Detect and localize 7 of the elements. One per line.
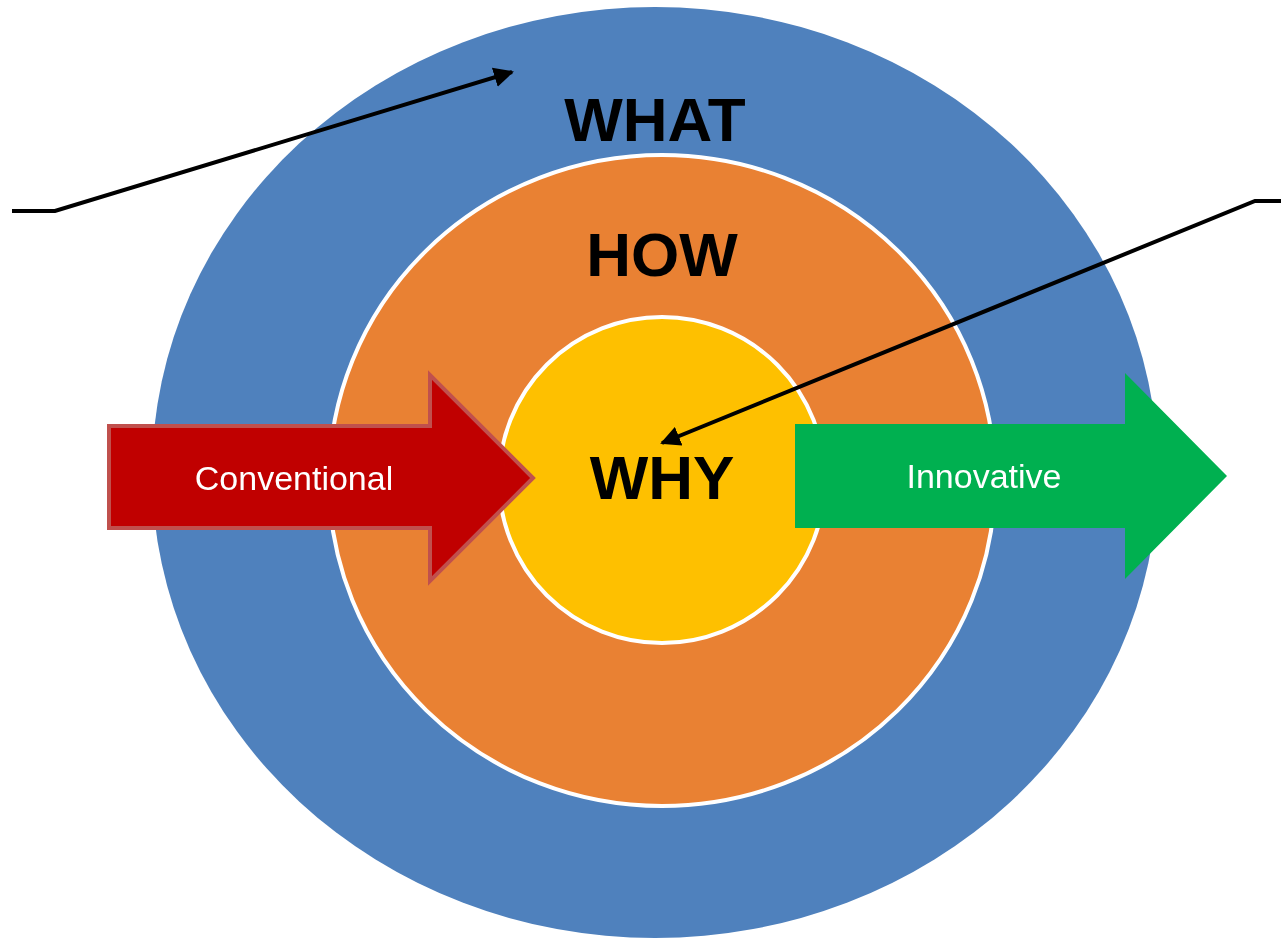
arrow-label: Innovative [906, 459, 1062, 493]
leader-line [12, 67, 514, 213]
arrow-label: Conventional [194, 461, 394, 495]
layer-label: WHY [589, 447, 735, 509]
layer-label: WHAT [564, 89, 746, 151]
leader-line [660, 199, 1281, 446]
layer-label: HOW [586, 224, 738, 286]
